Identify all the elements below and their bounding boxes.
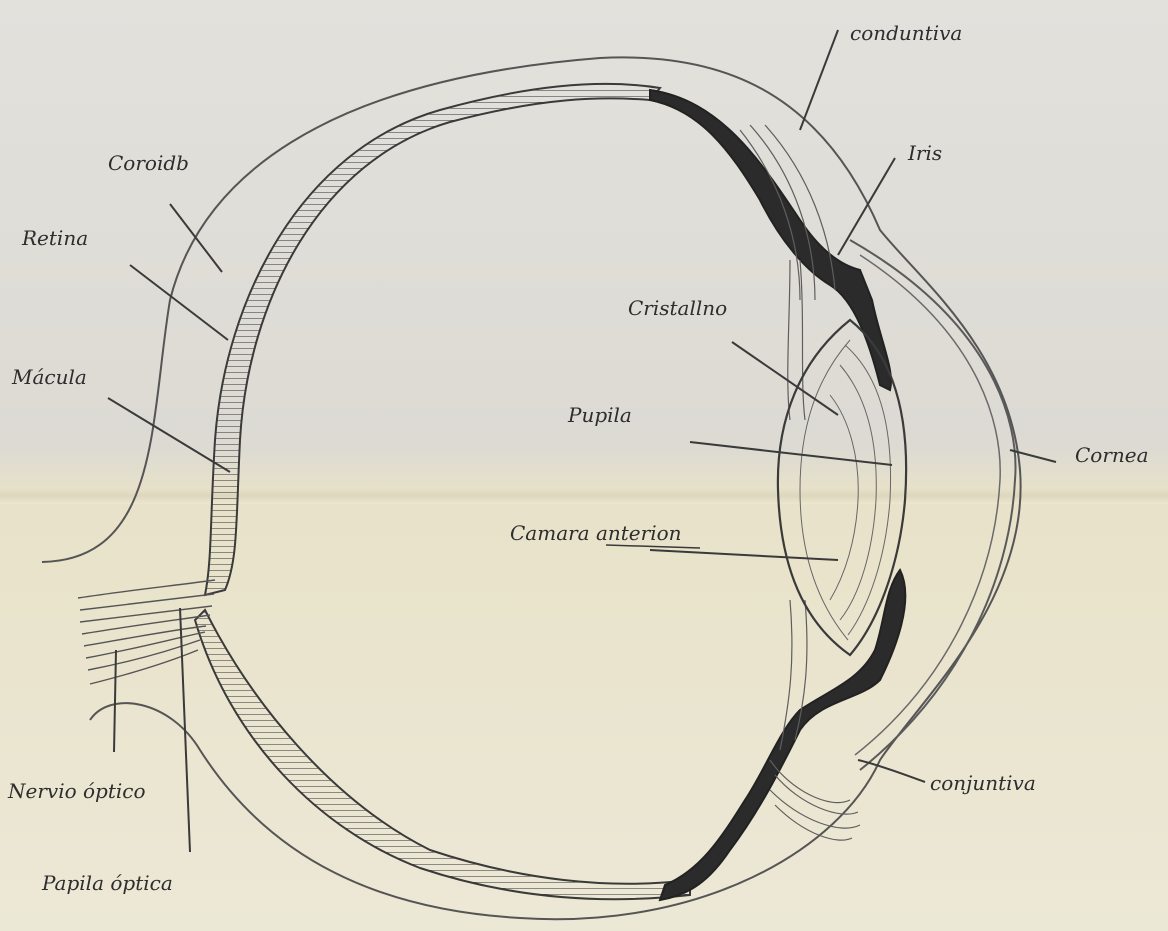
sclera-outer-outline <box>42 57 1021 919</box>
retina-hatched-band <box>205 84 660 595</box>
label-camara-anterior: Camara anterion <box>510 521 682 545</box>
leader-cristalino <box>732 342 838 415</box>
leader-cornea <box>1010 450 1056 462</box>
leader-nervio-optico <box>114 650 116 752</box>
leader-conjuntiva-top <box>800 30 838 130</box>
label-cornea: Cornea <box>1075 443 1149 467</box>
retina-lower-band <box>195 610 690 899</box>
label-iris: Iris <box>907 141 942 165</box>
label-coroides: Coroidb <box>108 151 189 175</box>
leader-coroides <box>170 204 222 272</box>
leader-pupila <box>690 442 892 465</box>
label-nervio-optico: Nervio óptico <box>7 779 146 803</box>
label-cristalino: Cristallno <box>628 296 727 320</box>
leader-macula <box>108 398 230 472</box>
label-macula: Mácula <box>11 365 87 389</box>
label-conjuntiva-bottom: conjuntiva <box>930 771 1036 795</box>
lens-inner-lines <box>800 340 891 640</box>
choroid-dark-upper <box>650 90 891 390</box>
label-conjuntiva-top: conduntiva <box>850 21 962 45</box>
label-retina: Retina <box>21 226 88 250</box>
leader-iris <box>838 158 895 255</box>
label-pupila: Pupila <box>567 403 632 427</box>
leader-camara-anterior <box>650 550 838 560</box>
leader-conjuntiva-bottom <box>858 760 925 782</box>
optic-nerve <box>78 580 215 684</box>
leader-retina <box>130 265 228 340</box>
label-papila-optica: Papila óptica <box>41 871 173 895</box>
label-underline <box>606 545 700 548</box>
